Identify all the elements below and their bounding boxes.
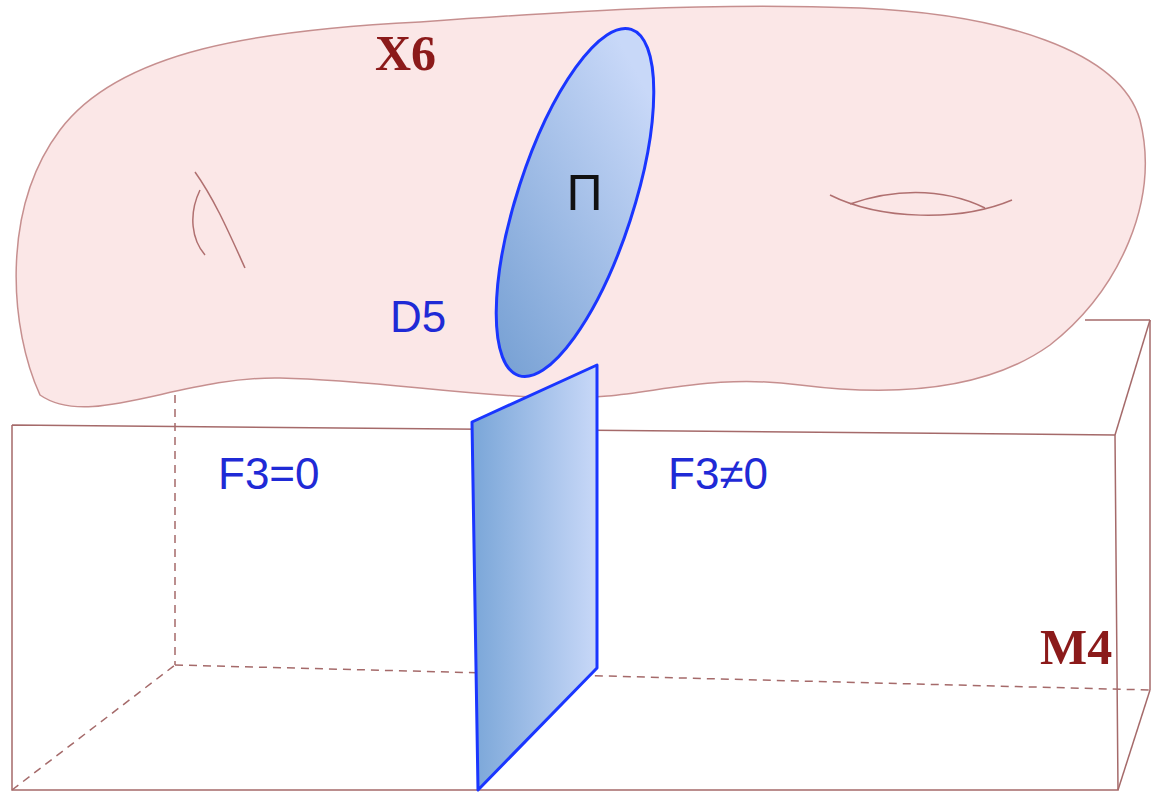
d5-worldvolume [472,365,597,790]
flux-label: F3=0 [218,452,320,496]
cycle-ellipse: Π [480,15,670,390]
brane-label: D5 [390,295,446,339]
spacetime-label: M4 [1040,622,1112,672]
manifold-x6 [16,6,1145,407]
cycle-label: Π [566,168,602,218]
flux-label: F3≠0 [668,452,768,496]
box-m4 [12,320,1150,790]
manifold-label: X6 [375,28,436,78]
